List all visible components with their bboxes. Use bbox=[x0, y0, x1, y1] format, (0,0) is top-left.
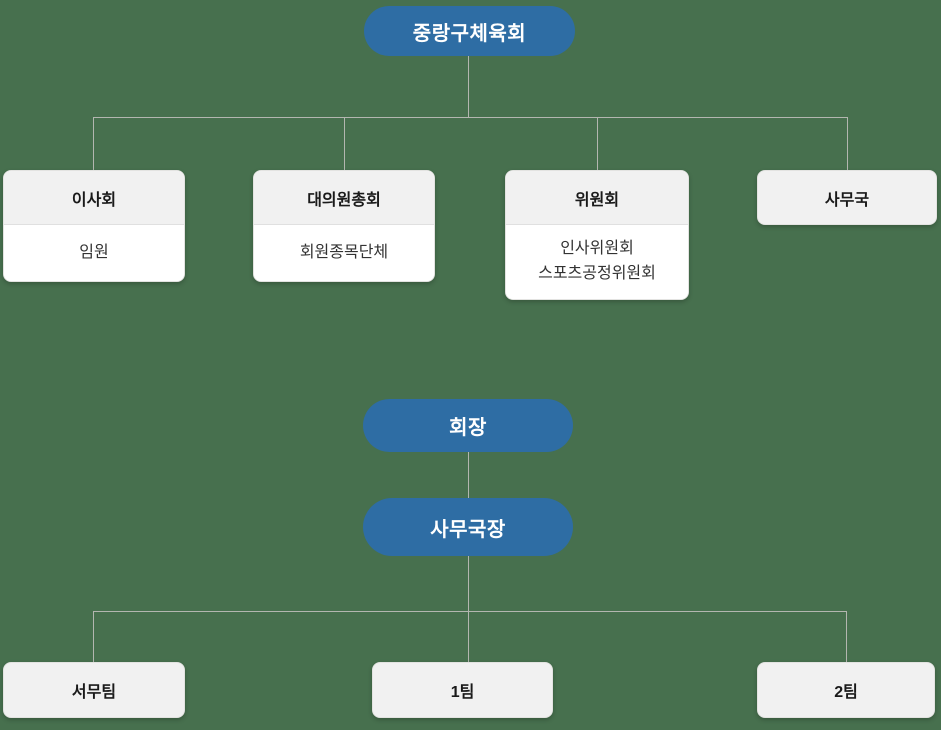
connector-team-rail bbox=[93, 611, 846, 612]
node-team2-label: 2팀 bbox=[834, 684, 858, 701]
node-general-assembly-title-label: 대의원총회 bbox=[307, 191, 381, 209]
node-general-assembly-members: 회원종목단체 bbox=[254, 225, 434, 281]
connector-root-stem bbox=[468, 56, 469, 117]
node-general-affairs-team: 서무팀 bbox=[3, 662, 185, 718]
node-general-affairs-team-label: 서무팀 bbox=[71, 684, 117, 701]
node-committee-title: 위원회 bbox=[506, 171, 688, 225]
connector-drop-committee bbox=[597, 117, 598, 170]
node-secretary-general-label: 사무국장 bbox=[430, 518, 506, 541]
connector-drop-assembly bbox=[344, 117, 345, 170]
node-committee-member: 인사위원회 bbox=[560, 240, 634, 258]
node-committee-members: 인사위원회 스포츠공정위원회 bbox=[506, 225, 688, 299]
node-board-member: 임원 bbox=[79, 243, 109, 261]
connector-president-stem bbox=[468, 452, 469, 498]
node-team1: 1팀 bbox=[372, 662, 553, 718]
node-president-label: 회장 bbox=[449, 417, 487, 439]
root-node-label: 중랑구체육회 bbox=[412, 22, 527, 45]
root-node-association: 중랑구체육회 bbox=[364, 6, 575, 56]
node-general-assembly-member: 회원종목단체 bbox=[299, 243, 389, 261]
node-president: 회장 bbox=[363, 399, 573, 452]
node-team2: 2팀 bbox=[757, 662, 935, 718]
connector-drop-team1 bbox=[468, 611, 469, 662]
node-secretary-general: 사무국장 bbox=[363, 498, 573, 556]
node-board-title-label: 이사회 bbox=[71, 191, 117, 209]
node-team1-label: 1팀 bbox=[450, 684, 475, 701]
connector-drop-board bbox=[93, 117, 94, 170]
node-committee-title-label: 위원회 bbox=[574, 191, 620, 209]
connector-secretary-stem bbox=[468, 556, 469, 611]
node-secretariat: 사무국 bbox=[757, 170, 937, 225]
connector-branch-rail bbox=[93, 117, 847, 118]
node-general-assembly-title: 대의원총회 bbox=[254, 171, 434, 225]
node-board: 이사회 임원 bbox=[3, 170, 185, 282]
connector-drop-secretariat bbox=[847, 117, 848, 170]
connector-drop-general-affairs-team bbox=[93, 611, 94, 662]
connector-drop-team2 bbox=[846, 611, 847, 662]
node-secretariat-label: 사무국 bbox=[824, 191, 870, 209]
node-board-title: 이사회 bbox=[4, 171, 184, 225]
node-committee: 위원회 인사위원회 스포츠공정위원회 bbox=[505, 170, 689, 300]
node-general-assembly: 대의원총회 회원종목단체 bbox=[253, 170, 435, 282]
node-board-members: 임원 bbox=[4, 225, 184, 281]
node-committee-member: 스포츠공정위원회 bbox=[538, 265, 656, 282]
